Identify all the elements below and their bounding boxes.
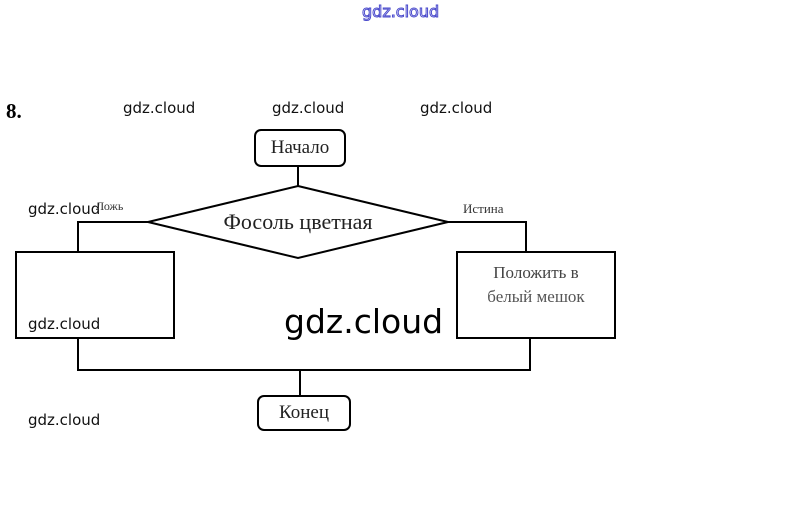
connector-merge <box>77 338 531 371</box>
condition-label: Фосоль цветная <box>223 209 373 234</box>
watermark-center: gdz.cloud <box>284 302 444 341</box>
true-action-line-1: Положить в <box>493 263 579 282</box>
watermark-row1-2: gdz.cloud <box>272 99 345 117</box>
true-branch-label: Истина <box>463 201 504 216</box>
true-action-box <box>456 251 616 339</box>
watermark-left-box: gdz.cloud <box>28 315 101 333</box>
connector-true-branch <box>448 221 527 252</box>
end-label: Конец <box>279 402 329 423</box>
false-action-box <box>15 251 175 339</box>
task-number: 8. <box>6 99 22 123</box>
false-branch-label: Ложь <box>96 199 124 213</box>
true-action-line-2: белый мешок <box>487 287 585 306</box>
watermark-row1-1: gdz.cloud <box>123 99 196 117</box>
start-label: Начало <box>270 137 330 158</box>
watermark-left-mid: gdz.cloud <box>28 200 101 218</box>
end-terminator <box>257 395 351 431</box>
connector-false-branch <box>77 221 148 252</box>
watermark-row1-3: gdz.cloud <box>420 99 493 117</box>
watermark-top: gdz.cloud <box>361 2 440 22</box>
condition-diamond <box>147 184 449 260</box>
start-terminator <box>254 129 346 167</box>
watermark-bottom-left: gdz.cloud <box>28 411 101 429</box>
